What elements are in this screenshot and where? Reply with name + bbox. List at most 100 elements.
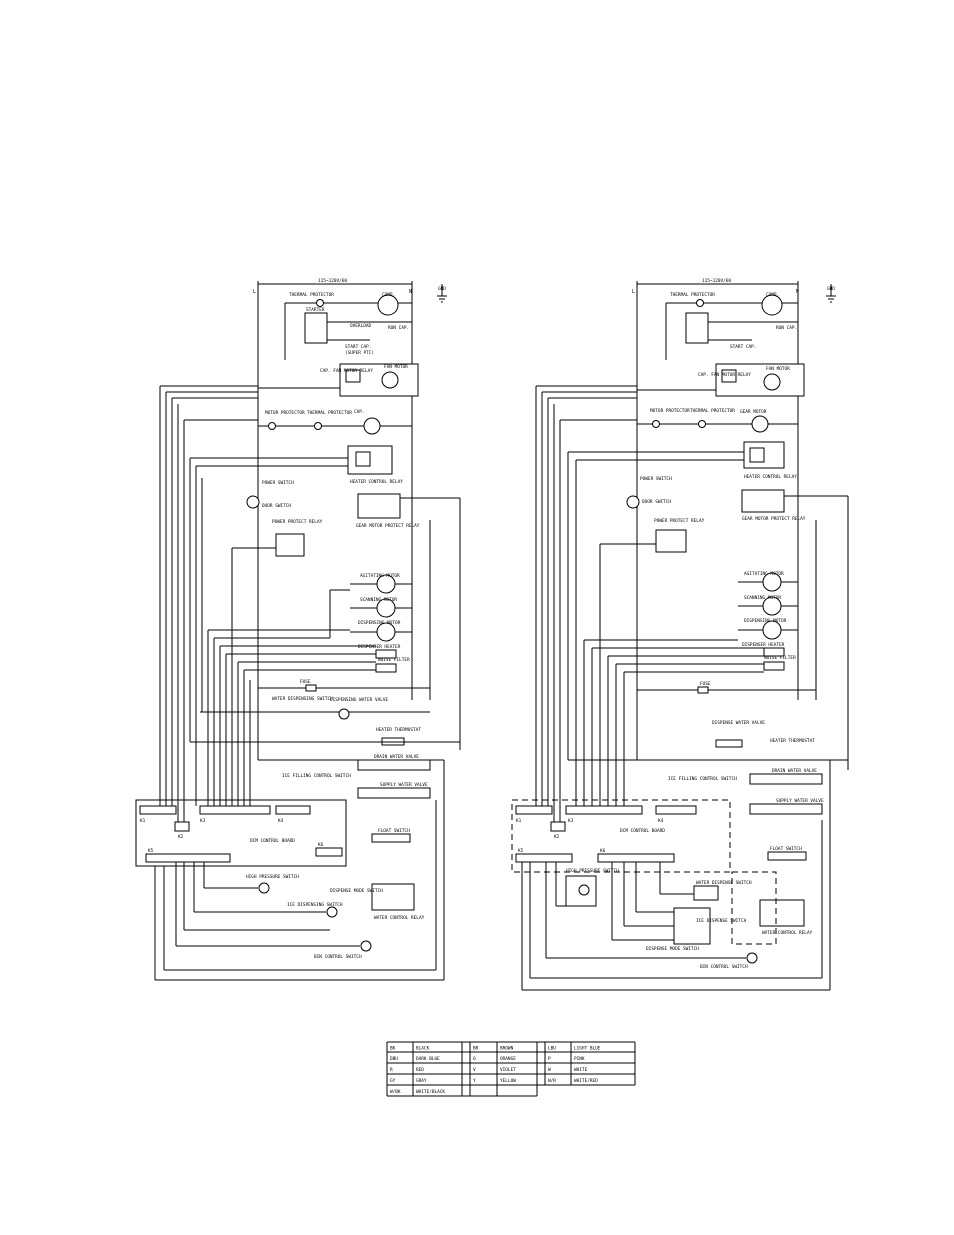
- right-ice-filling-control-label: ICE FILLING CONTROL SWITCH: [668, 776, 737, 782]
- right-dispense-mode-label: DISPENSE MODE SWITCH: [646, 946, 699, 952]
- left-power-protect-label: POWER PROTECT RELAY: [272, 519, 323, 525]
- left-water-dispensing-switch-label: WATER DISPENSING SWITCH: [272, 696, 333, 702]
- right-k5: K5: [518, 848, 524, 854]
- left-gear-motor-icon: [363, 417, 381, 435]
- left-high-pressure-label: HIGH PRESSURE SWITCH: [246, 874, 299, 880]
- legend-cell: V: [473, 1067, 476, 1073]
- right-drain-valve-label: DRAIN WATER VALVE: [772, 768, 817, 774]
- left-bin-control-label: BIN CONTROL SWITCH: [314, 954, 362, 960]
- right-dispensing-motor-icon: [762, 620, 782, 640]
- right-agitating-motor-label: AGITATING MOTOR: [744, 571, 784, 577]
- left-agitating-motor-icon: [376, 574, 396, 594]
- left-compressor-label: COMP.: [382, 292, 395, 298]
- right-ground-icon: [826, 284, 836, 303]
- right-board-label: DCM CONTROL BOARD: [620, 828, 665, 834]
- right-bin-control-label: BIN CONTROL SWITCH: [700, 964, 748, 970]
- right-line-l: L: [632, 289, 635, 295]
- left-ice-filling-control-label: ICE FILLING CONTROL SWITCH: [282, 773, 351, 779]
- legend-cell: DBU: [390, 1056, 398, 1062]
- left-supply-note: 115~120V/60: [318, 278, 347, 284]
- legend-cell: LBU: [548, 1046, 556, 1052]
- legend-cell: WHITE: [574, 1067, 588, 1073]
- left-dispensing-motor-label: DISPENSING MOTOR: [358, 620, 401, 626]
- left-dispensing-water-valve-label: DISPENSING WATER VALVE: [330, 697, 389, 703]
- right-k6: K6: [600, 848, 606, 854]
- right-door-switch-icon: [626, 495, 640, 509]
- legend-cell: O: [473, 1056, 476, 1062]
- legend-cell: DARK BLUE: [416, 1056, 440, 1062]
- right-start-cap-label: START CAP.: [730, 344, 756, 350]
- legend-cell: PINK: [574, 1056, 585, 1062]
- right-bin-control-switch-icon: [746, 952, 758, 964]
- left-door-switch-icon: [246, 495, 260, 509]
- left-line-l: L: [253, 289, 256, 295]
- legend-cell: WHITE/RED: [574, 1078, 598, 1084]
- right-compressor-icon: [761, 294, 783, 316]
- right-scanning-motor-icon: [762, 596, 782, 616]
- legend-cell: GRAY: [416, 1078, 427, 1084]
- right-gear-relay-box: [741, 489, 785, 513]
- right-k1: K1: [516, 818, 522, 824]
- left-fuse-label: FUSE: [300, 679, 311, 685]
- left-supply-valve-label: SUPPLY WATER VALVE: [380, 782, 428, 788]
- right-gear-motor-label: GEAR MOTOR: [740, 409, 767, 415]
- left-drain-valve-label: DRAIN WATER VALVE: [374, 754, 419, 760]
- right-dispense-water-valve-label: DISPENSE WATER VALVE: [712, 720, 765, 726]
- left-fan-relay-label: CAP. FAN MOTOR RELAY: [320, 368, 373, 374]
- left-schematic: 115~120V/60 L N GND THERMAL PROTECTOR CO…: [135, 278, 461, 981]
- left-bin-control-switch-icon: [360, 940, 372, 952]
- legend-cell: R: [390, 1067, 393, 1073]
- left-ptc-label: (SUPER PTC): [345, 350, 374, 356]
- left-run-cap-label: RUN CAP.: [388, 325, 409, 331]
- right-door-switch-label: DOOR SWITCH: [642, 499, 671, 505]
- legend-cell: VIOLET: [500, 1067, 516, 1073]
- left-motor-protector-label: MOTOR PROTECTOR: [265, 410, 305, 416]
- right-schematic: 115~120V/60 L N GND THERMAL PROTECTOR CO…: [511, 278, 849, 991]
- right-power-switch-label: POWER SWITCH: [640, 476, 672, 482]
- right-run-cap-label: RUN CAP.: [776, 325, 797, 331]
- left-starter-label: STARTER: [306, 307, 325, 313]
- right-dispenser-heater-label: DISPENSER HEATER: [742, 642, 785, 648]
- left-starter-box: [304, 312, 328, 344]
- right-agitating-motor-icon: [762, 572, 782, 592]
- left-heater-relay-label: HEATER CONTROL RELAY: [350, 479, 403, 485]
- left-scanning-motor-icon: [376, 598, 396, 618]
- right-power-protect-box: [655, 529, 687, 553]
- left-board-label: DCM CONTROL BOARD: [250, 838, 295, 844]
- legend-cell: YELLOW: [500, 1078, 516, 1084]
- left-door-switch-label: DOOR SWITCH: [262, 503, 291, 509]
- right-gear-motor-icon: [751, 415, 769, 433]
- right-k2: K2: [554, 834, 560, 840]
- left-thermal-protector-top-label: THERMAL PROTECTOR: [289, 292, 334, 298]
- left-start-cap-label: START CAP.: [345, 344, 371, 350]
- right-k3: K3: [568, 818, 574, 824]
- legend-cell: BROWN: [500, 1046, 514, 1052]
- left-float-switch-label: FLOAT SWITCH: [378, 828, 410, 834]
- right-ice-dispense-label: ICE DISPENSE SWITCH: [696, 918, 747, 924]
- legend-cell: W: [548, 1067, 551, 1073]
- legend-cell: Y: [473, 1078, 476, 1084]
- legend-cell: WHITE/BLACK: [416, 1089, 445, 1095]
- right-supply-note: 115~120V/60: [702, 278, 731, 284]
- right-float-switch-label: FLOAT SWITCH: [770, 846, 802, 852]
- right-noise-filter-label: NOISE FILTER: [764, 655, 796, 661]
- right-compressor-label: COMP.: [766, 292, 779, 298]
- right-thermal-protector-mid-label: THERMAL PROTECTOR: [690, 408, 735, 414]
- left-power-switch-label: POWER SWITCH: [262, 480, 294, 486]
- left-k4: K4: [278, 818, 284, 824]
- left-fan-motor-icon: [381, 371, 399, 389]
- left-k2: K2: [178, 834, 184, 840]
- right-supply-valve-label: SUPPLY WATER VALVE: [776, 798, 824, 804]
- legend-cell: LIGHT BLUE: [574, 1046, 601, 1052]
- left-ground-icon: [437, 284, 447, 303]
- left-fan-motor-label: FAN MOTOR: [384, 364, 408, 370]
- right-water-dispense-label: WATER DISPENSE SWITCH: [696, 880, 752, 886]
- right-k4: K4: [658, 818, 664, 824]
- left-overload-label: OVERLOAD: [350, 323, 372, 329]
- legend-cell: BK: [390, 1046, 396, 1052]
- left-k5: K5: [148, 848, 154, 854]
- legend-cell: BR: [473, 1046, 479, 1052]
- right-dispensing-motor-label: DISPENSING MOTOR: [744, 618, 787, 624]
- left-ice-dispensing-label: ICE DISPENSING SWITCH: [287, 902, 343, 908]
- right-water-relay-box: [759, 899, 805, 927]
